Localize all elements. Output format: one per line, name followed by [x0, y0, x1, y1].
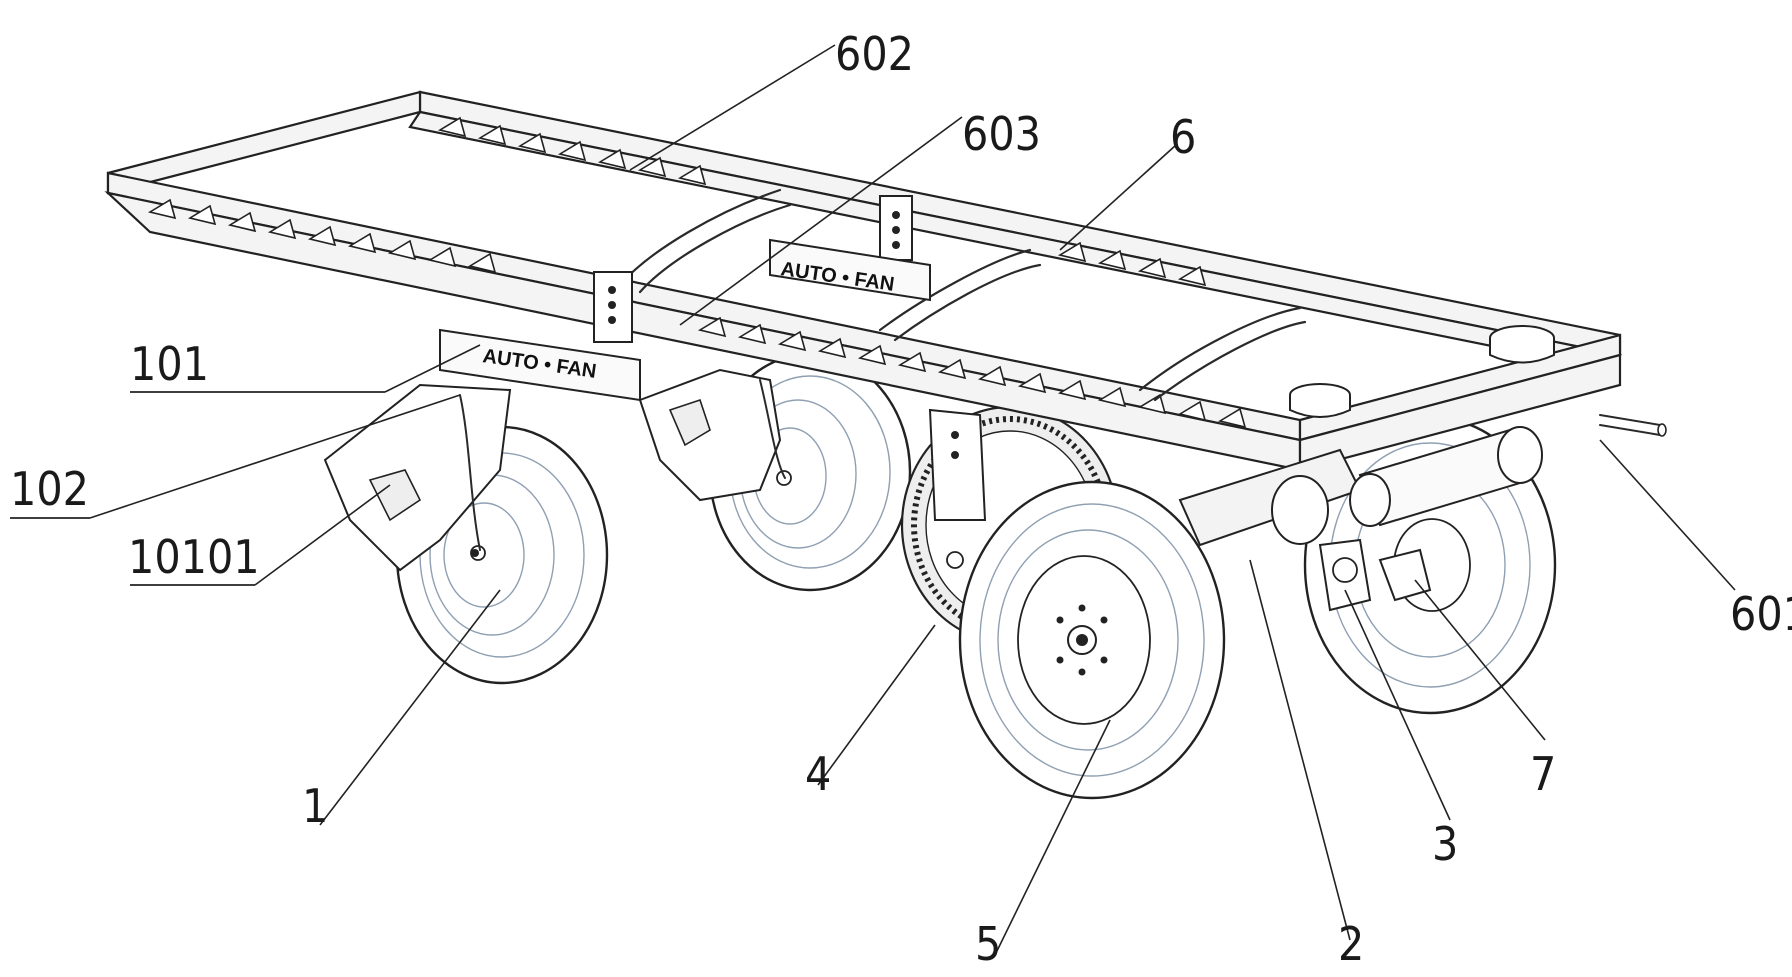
- handle-stub: [1600, 415, 1666, 436]
- callout-101: 101: [130, 337, 209, 391]
- callout-102: 102: [10, 462, 89, 516]
- component-3: [1320, 540, 1370, 610]
- callout-7: 7: [1530, 747, 1556, 801]
- callout-1: 1: [302, 779, 328, 833]
- callout-10101: 10101: [128, 530, 260, 584]
- callout-6: 6: [1170, 110, 1196, 164]
- callout-2: 2: [1338, 917, 1364, 971]
- callout-5: 5: [975, 917, 1001, 971]
- callout-603: 603: [962, 107, 1041, 161]
- caster-bracket-middle: [640, 370, 785, 500]
- front-drive-wheel-5: [960, 482, 1224, 798]
- callout-3: 3: [1432, 817, 1458, 871]
- callout-601: 601: [1730, 587, 1792, 641]
- callout-4: 4: [805, 747, 831, 801]
- callout-602: 602: [835, 27, 914, 81]
